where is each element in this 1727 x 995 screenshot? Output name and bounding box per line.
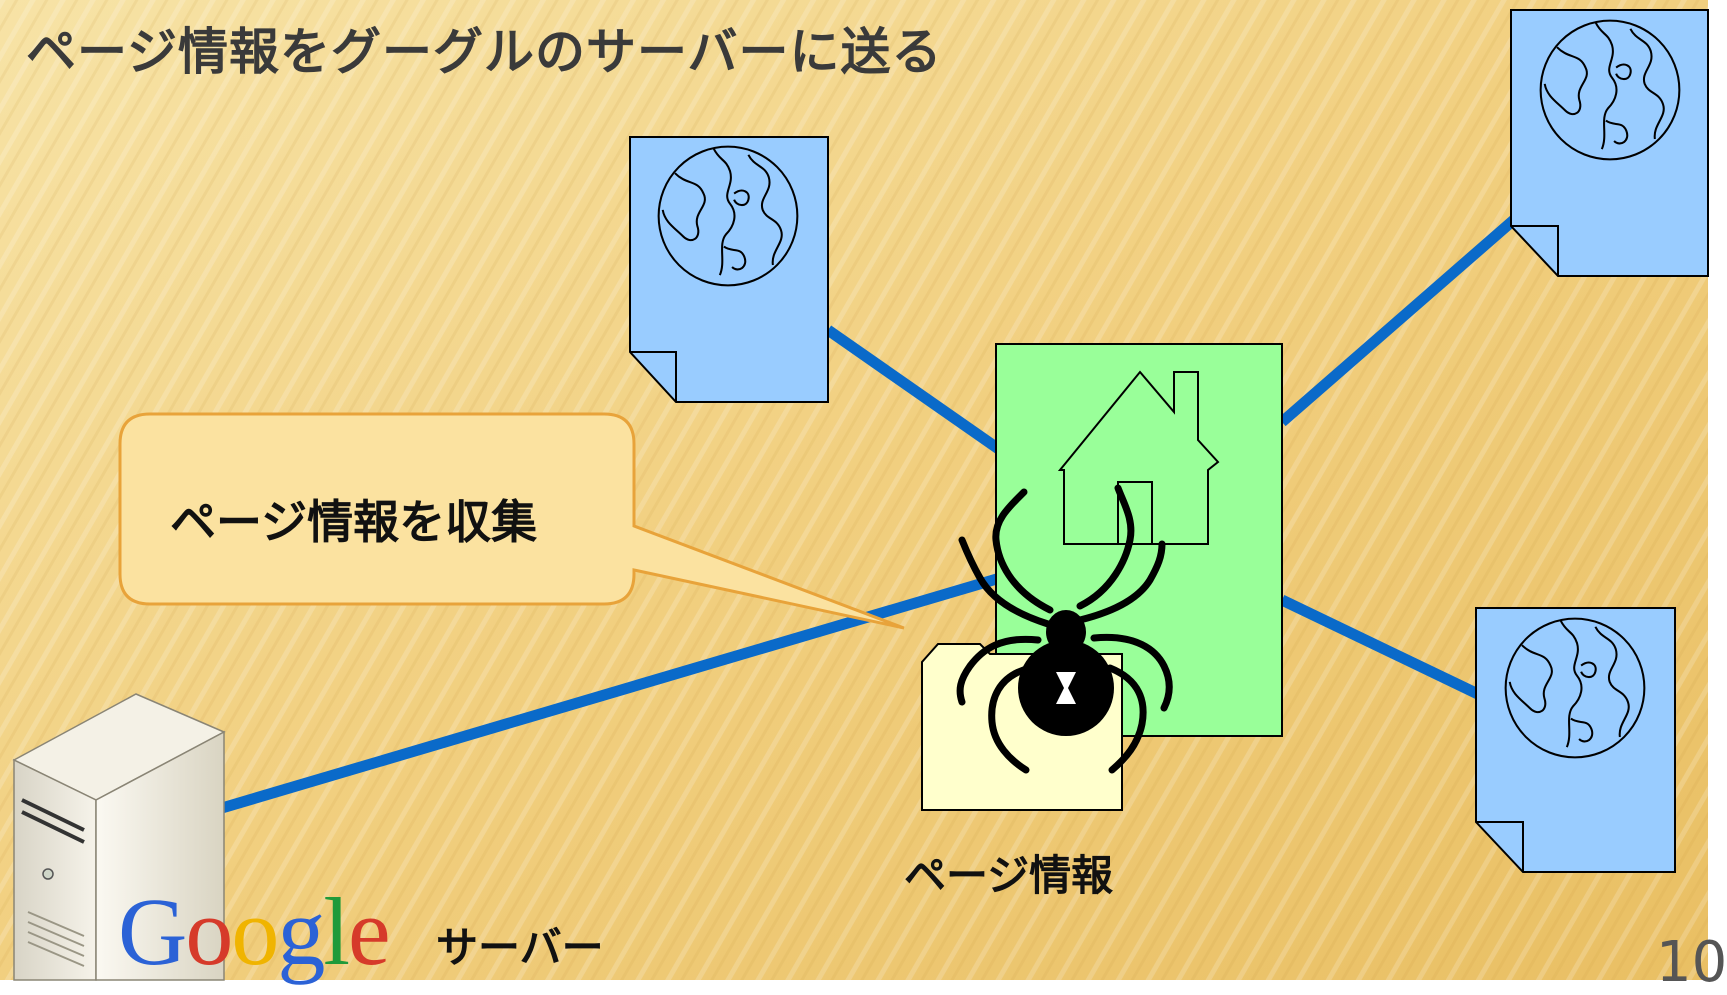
house-icon	[1057, 370, 1220, 545]
page-info-label: ページ情報	[904, 851, 1114, 900]
link-line-top-right	[1278, 213, 1520, 427]
spider-icon	[956, 484, 1173, 774]
web-page-document-1	[629, 136, 829, 403]
web-page-document-2	[1510, 9, 1709, 277]
link-line-top-left	[824, 325, 1004, 455]
page-number: 10	[1656, 930, 1727, 995]
server-icon	[12, 693, 226, 981]
link-line-bottom-right	[1279, 595, 1485, 701]
web-page-document-3	[1475, 607, 1676, 873]
callout-text: ページ情報を収集	[170, 495, 538, 549]
slide-title: ページ情報をグーグルのサーバーに送る	[26, 23, 943, 81]
server-label: サーバー	[436, 923, 604, 972]
globe-icon	[1504, 617, 1646, 759]
callout-bubble	[118, 412, 905, 630]
globe-icon	[1539, 19, 1681, 161]
slide-canvas: Google	[0, 0, 1709, 985]
google-logo: Google	[118, 878, 389, 985]
globe-icon	[657, 145, 799, 287]
